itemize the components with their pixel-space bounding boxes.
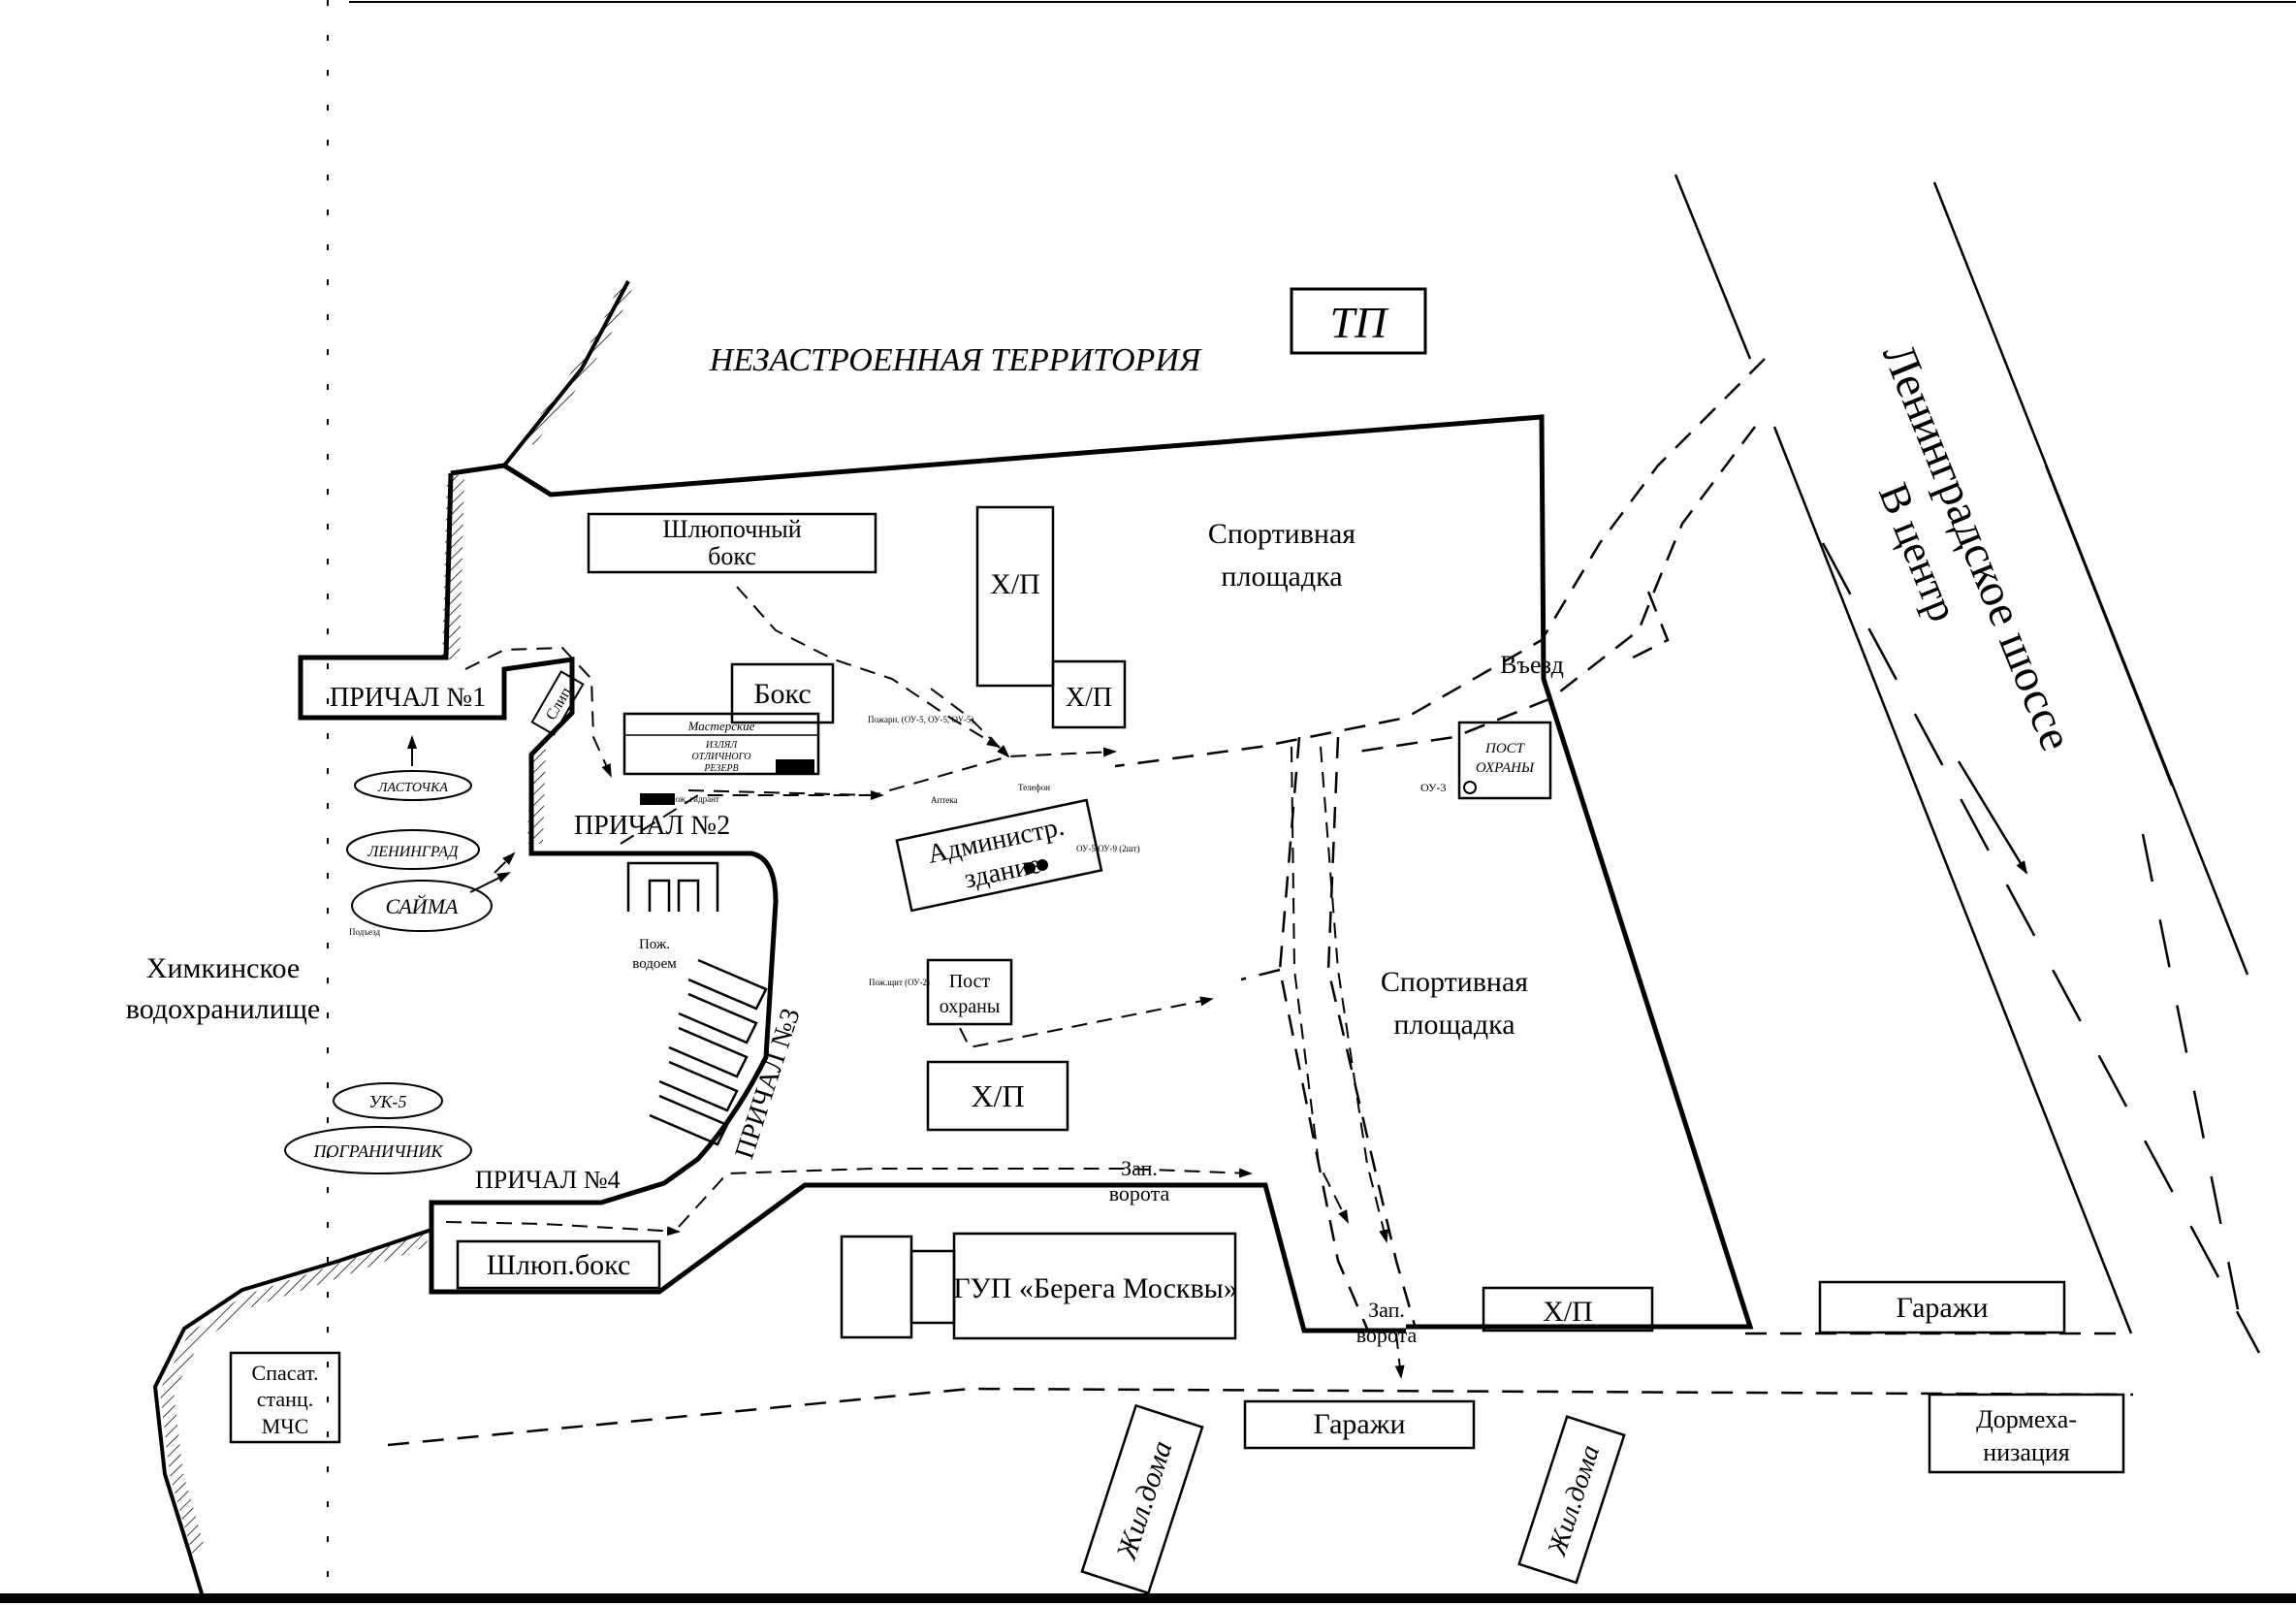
gup-label: ГУП «Берега Москвы» [953, 1272, 1238, 1304]
dormech-line1: Дормеха- [1976, 1405, 2077, 1433]
sports-ground-1-line1: Спортивная [1208, 518, 1355, 550]
boat-box-top-line2: бокс [708, 542, 756, 570]
highway-lines [1674, 174, 2261, 1354]
note-podezd: Подъезд [349, 927, 380, 937]
note-telephone: Телефон [1018, 783, 1050, 792]
hydrant-icon [640, 793, 675, 805]
living-houses-1: Жил.дома [1080, 1403, 1204, 1595]
box-building [730, 662, 835, 724]
rescue-line1: Спасат. [252, 1361, 319, 1385]
tp-box [1290, 287, 1427, 355]
living-houses-2: Жил.дома [1517, 1415, 1626, 1585]
xp-label-1: Х/П [990, 568, 1040, 600]
guard-post-1-line2: ОХРАНЫ [1476, 760, 1535, 776]
sports-ground-1-line2: площадка [1221, 561, 1342, 593]
garages-2-label: Гаражи [1313, 1408, 1405, 1440]
hatch-west [442, 474, 464, 660]
vehicle-icon [776, 759, 814, 773]
xp-building-3 [926, 1060, 1069, 1132]
workshops-building [622, 712, 820, 776]
boat-leningrad [346, 829, 480, 870]
ov3-label: ОУ-3 [1420, 781, 1446, 794]
fire-basin-line2: водоем [632, 956, 677, 972]
pier-1-label: ПРИЧАЛ №1 [330, 683, 486, 713]
workshops-line4: РЕЗЕРВ [703, 763, 738, 774]
note-pozharn: Пожарн. (ОУ-5, ОУ-5, ОУ-5) [868, 715, 973, 724]
xp-building-2 [1051, 659, 1127, 729]
reservoir-line1: Химкинское [146, 952, 300, 984]
tp-label: ТП [1330, 298, 1390, 347]
xp-building-1 [975, 505, 1055, 688]
xp-label-4: Х/П [1543, 1296, 1593, 1328]
boat-box-top-line1: Шлюпочный [662, 515, 801, 543]
living-2-label: Жил.дома [1542, 1441, 1606, 1560]
boat-pogranichnik-label: ПОГРАНИЧНИК [313, 1141, 444, 1161]
garages-2 [1243, 1399, 1476, 1450]
boat-box-bottom-label: Шлюп.бокс [487, 1249, 631, 1281]
boat-box-bottom [456, 1239, 661, 1290]
gup-annex [840, 1235, 913, 1339]
pier-2-label: ПРИЧАЛ №2 [574, 811, 730, 841]
boat-saima [351, 880, 493, 932]
guard-post-1-line1: ПОСТ [1484, 741, 1526, 756]
xp-label-2: Х/П [1066, 683, 1112, 713]
workshops-line3: ОТЛИЧНОГО [692, 752, 751, 762]
reservoir-line2: водохранилище [126, 993, 320, 1025]
sports-ground-2-line1: Спортивная [1381, 966, 1528, 998]
boat-box-top [587, 512, 877, 574]
note-pozh-shchit: Пож.щит (ОУ-2) [869, 978, 930, 987]
xp-building-4 [1482, 1286, 1654, 1333]
rescue-line3: МЧС [262, 1414, 309, 1438]
boat-saima-label: САЙМА [386, 894, 459, 918]
boat-uk5-label: УК-5 [368, 1092, 406, 1111]
rescue-line2: станц. [257, 1387, 313, 1411]
spare-gate-2-line1: Зап. [1368, 1298, 1405, 1322]
rescue-station [229, 1351, 341, 1444]
garages-1 [1818, 1280, 2066, 1334]
guard-post-2 [926, 958, 1013, 1026]
dormech-building [1928, 1393, 2125, 1474]
box-label: Бокс [753, 678, 811, 710]
flow-arrows [445, 586, 1405, 1379]
note-hydrant: Пож. гидрант [669, 794, 719, 804]
guard-post-1 [1457, 721, 1552, 800]
boat-leningrad-label: ЛЕНИНГРАД [367, 844, 460, 860]
dormech-line2: низация [1983, 1438, 2069, 1466]
pier-3-berths [649, 958, 768, 1146]
guard-post-2-line1: Пост [949, 971, 991, 992]
admin-building: Администр. здание [895, 798, 1103, 913]
boat-pogranichnik [284, 1126, 472, 1174]
fire-basin-icon [626, 861, 719, 912]
spare-gate-1-line2: ворота [1109, 1181, 1170, 1205]
boat-lastochka-label: ЛАСТОЧКА [377, 781, 448, 795]
unbuilt-territory-label: НЕЗАСТРОЕННАЯ ТЕРРИТОРИЯ [709, 342, 1202, 378]
workshops-line2: ИЗЛЯЛ [705, 740, 739, 751]
xp-label-3: Х/П [971, 1078, 1024, 1113]
note-apteka: Аптека [931, 795, 957, 805]
spare-gate-1-line1: Зап. [1121, 1156, 1158, 1180]
boat-lastochka [354, 770, 472, 801]
gup-building [952, 1232, 1237, 1340]
arrow-to-center [1957, 760, 2028, 875]
shore-line-south [152, 1228, 432, 1601]
spare-gate-2-line2: ворота [1356, 1323, 1418, 1347]
pier-4-label: ПРИЧАЛ №4 [475, 1166, 621, 1194]
boat-uk5 [333, 1082, 443, 1119]
note-ou: ОУ-5 ОУ-9 (2шт) [1076, 844, 1140, 853]
hatch-pier2 [527, 746, 546, 845]
garages-1-label: Гаражи [1896, 1292, 1988, 1324]
shore-line-north [450, 278, 635, 475]
workshops-line1: Мастерские [687, 719, 755, 733]
entry-label: Въезд [1500, 651, 1564, 679]
sports-ground-2-line2: площадка [1393, 1009, 1515, 1041]
guard-post-2-line2: охраны [940, 996, 1001, 1017]
fire-basin-line1: Пож. [639, 937, 670, 952]
